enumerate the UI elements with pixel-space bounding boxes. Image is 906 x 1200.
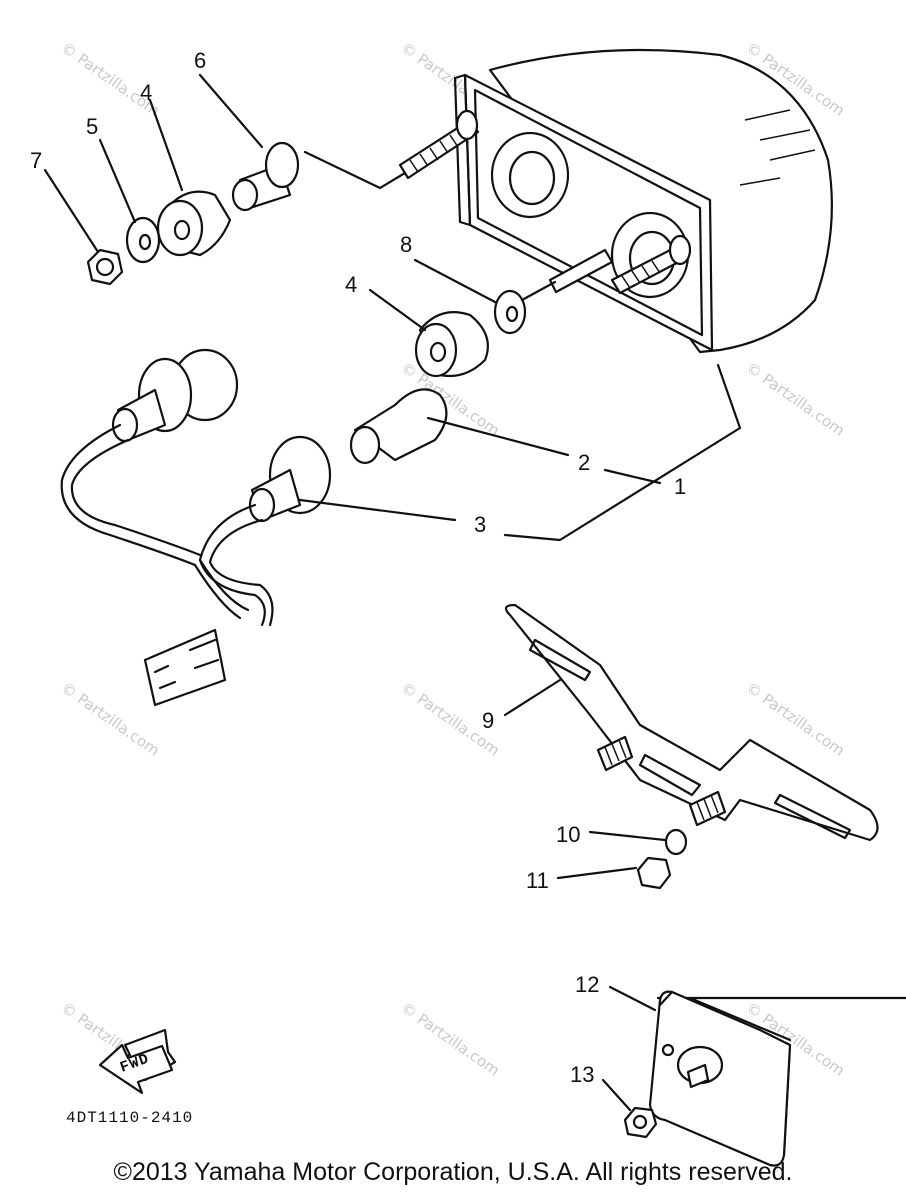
watermark: © Partzilla.com <box>58 679 163 760</box>
taillight-housing <box>398 48 833 354</box>
callout-13: 13 <box>570 1062 594 1087</box>
drawing-code: 4DT1110-2410 <box>66 1109 193 1127</box>
callout-9: 9 <box>482 708 494 733</box>
watermark: © Partzilla.com <box>398 999 503 1080</box>
callout-10: 10 <box>556 822 580 847</box>
callout-4-lower: 4 <box>345 272 357 297</box>
callout-5: 5 <box>86 114 98 139</box>
callout-1: 1 <box>674 474 686 499</box>
callout-7: 7 <box>30 148 42 173</box>
copyright-notice: ©2013 Yamaha Motor Corporation, U.S.A. A… <box>113 1158 793 1186</box>
license-light <box>623 990 906 1167</box>
watermark: © Partzilla.com <box>743 359 848 440</box>
license-bracket <box>504 603 879 890</box>
bulbs-and-sockets <box>60 348 448 707</box>
callout-3: 3 <box>474 512 486 537</box>
callout-11: 11 <box>526 868 549 893</box>
callout-2: 2 <box>578 450 590 475</box>
callout-6: 6 <box>194 48 206 73</box>
callout-4-upper: 4 <box>140 80 152 105</box>
leader-lines <box>43 73 742 1112</box>
fwd-arrow: FWD <box>98 1028 177 1095</box>
callout-12: 12 <box>575 972 599 997</box>
callout-numbers: 1 2 3 4 4 5 6 7 8 9 10 11 12 13 <box>30 48 686 1087</box>
callout-8: 8 <box>400 232 412 257</box>
upper-hardware <box>86 141 527 378</box>
